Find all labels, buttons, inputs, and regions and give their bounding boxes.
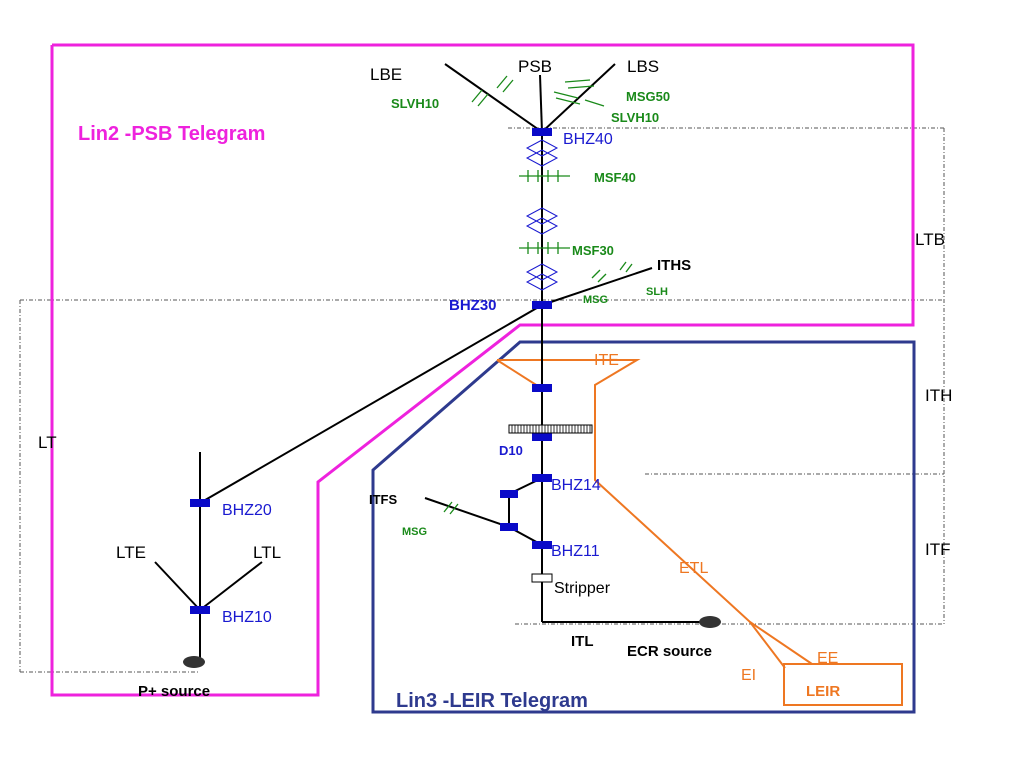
lbs-label: LBS <box>627 57 659 76</box>
bending-magnets <box>190 128 552 614</box>
quadrupole-icon <box>525 139 559 157</box>
ei-label: EI <box>741 667 756 684</box>
itl-label: ITL <box>571 633 594 650</box>
psb-line <box>539 74 543 133</box>
lt-label: LT <box>38 433 57 452</box>
p-source-label: P+ source <box>138 683 210 700</box>
instrument-marks <box>443 75 633 515</box>
d10-hatch <box>508 424 593 434</box>
slvh10-left-label: SLVH10 <box>391 96 439 111</box>
lin3-region-label: Lin3 -LEIR Telegram <box>396 690 588 712</box>
slh-label: SLH <box>646 286 668 298</box>
slvh10-left-mark <box>471 89 483 103</box>
lin3-region-outline <box>371 340 916 714</box>
iths-label: ITHS <box>657 257 691 274</box>
slh-mark <box>619 261 627 271</box>
bhz10-label: BHZ10 <box>222 609 272 626</box>
itfs-dogleg <box>508 477 543 546</box>
leir-box <box>783 663 903 706</box>
quadrupole-icon <box>525 149 559 167</box>
lt-line <box>199 304 543 504</box>
region-boundaries <box>19 127 945 673</box>
ecr-source-icon <box>699 616 721 628</box>
beam-lines <box>154 63 710 660</box>
lbe-label: LBE <box>370 65 402 84</box>
lin2-region-label: Lin2 -PSB Telegram <box>78 123 265 145</box>
bhz10-magnet <box>190 606 210 614</box>
itfs-magnet-upper <box>500 490 518 498</box>
ite-left-edge <box>496 359 542 389</box>
bhz11-magnet <box>532 541 552 549</box>
itfs-label: ITFS <box>369 492 397 507</box>
msf40-label: MSF40 <box>594 170 636 185</box>
ite-label: ITE <box>594 352 619 369</box>
ltl-line <box>199 561 263 611</box>
msg50-mark <box>564 79 591 83</box>
quadrupole-icon <box>525 263 559 281</box>
ith-magnet <box>532 384 552 392</box>
ite-etl-line <box>497 359 813 665</box>
ecr-source-label: ECR source <box>627 643 712 660</box>
msg-iths-mark <box>597 273 607 283</box>
msg-itfs-label: MSG <box>402 526 427 538</box>
slvh10-right-mark <box>584 99 605 107</box>
slvh10-left-mark <box>496 75 508 89</box>
ith-label: ITH <box>925 386 952 405</box>
stripper-element <box>531 573 553 583</box>
bhz20-label: BHZ20 <box>222 502 272 519</box>
msg-itfs-mark <box>449 503 459 515</box>
bhz30-magnet <box>532 301 552 309</box>
quadrupole-icon <box>525 273 559 291</box>
bhz40-magnet <box>532 128 552 136</box>
lbe-line <box>444 63 543 133</box>
bhz14-label: BHZ14 <box>551 477 601 494</box>
ei-line <box>749 621 786 669</box>
msg50-mark <box>567 85 595 89</box>
slvh10-left-mark <box>502 79 514 93</box>
psb-label: PSB <box>518 57 552 76</box>
lte-label: LTE <box>116 543 146 562</box>
stripper-label: Stripper <box>554 580 611 597</box>
d10-magnet <box>532 433 552 441</box>
lte-line <box>154 561 201 611</box>
slvh10-left-mark <box>477 93 489 107</box>
leir-label: LEIR <box>806 683 840 700</box>
quadrupoles <box>525 139 559 291</box>
msg-iths-mark <box>591 269 601 279</box>
msg-iths-label: MSG <box>583 294 608 306</box>
etl-label: ETL <box>679 560 708 577</box>
msf30-label: MSF30 <box>572 243 614 258</box>
ltl-label: LTL <box>253 543 281 562</box>
slh-mark <box>625 263 633 273</box>
bhz20-magnet <box>190 499 210 507</box>
ee-label: EE <box>817 650 838 667</box>
d10-label: D10 <box>499 443 523 458</box>
lin2-region-outline <box>50 43 915 697</box>
p-source-icon <box>183 656 205 668</box>
slvh10-right-mark <box>553 91 579 99</box>
msg50-label: MSG50 <box>626 89 670 104</box>
quadrupole-icon <box>525 207 559 225</box>
iths-line <box>541 267 653 306</box>
orange-lines <box>496 359 903 706</box>
slvh10-right-label: SLVH10 <box>611 110 659 125</box>
itf-label: ITF <box>925 540 951 559</box>
bhz40-label: BHZ40 <box>563 131 613 148</box>
d10-hatch-box <box>508 424 593 434</box>
slvh10-right-mark <box>555 97 581 105</box>
bhz14-magnet <box>532 474 552 482</box>
lbs-line <box>541 63 616 133</box>
bhz11-label: BHZ11 <box>551 543 600 560</box>
itfs-magnet-lower <box>500 523 518 531</box>
ltb-label: LTB <box>915 230 945 249</box>
msg-itfs-mark <box>443 501 453 513</box>
quadrupole-icon <box>525 217 559 235</box>
itfs-line <box>424 497 510 528</box>
bhz30-label: BHZ30 <box>449 297 497 314</box>
